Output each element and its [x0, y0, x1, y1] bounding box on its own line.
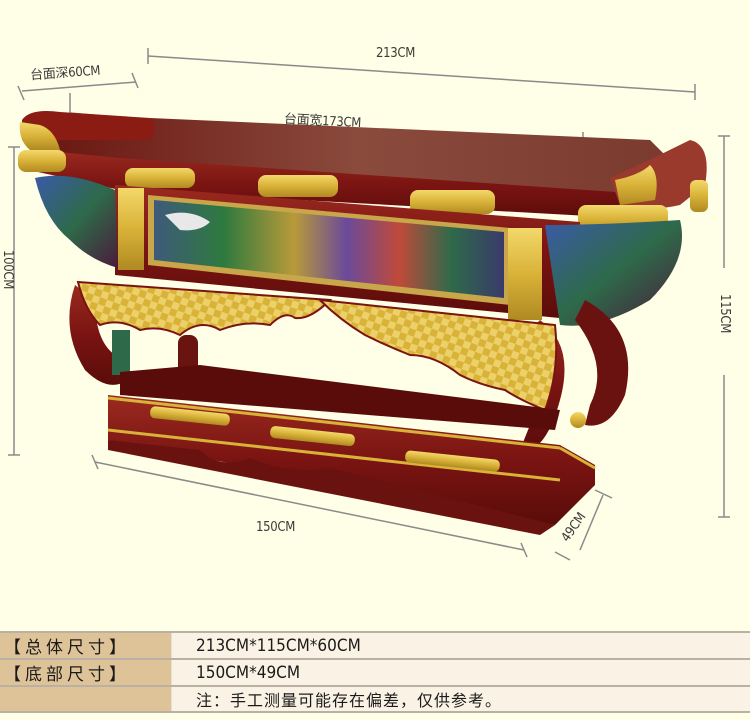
top-width-label: 台面宽173CM — [283, 111, 362, 132]
product-dimension-diagram: 台面深60CM 213CM 台面宽173CM 100CM 115CM 150CM… — [0, 46, 733, 561]
carved-apron — [35, 175, 682, 326]
spec-label: 【总体尺寸】 — [0, 632, 172, 659]
table-top — [18, 111, 708, 233]
spec-row-note: 注：手工测量可能存在偏差，仅供参考。 — [0, 686, 750, 712]
overall-width-label: 213CM — [376, 46, 416, 61]
spec-table: 【总体尺寸】 213CM*115CM*60CM 【底部尺寸】 150CM*49C… — [0, 631, 750, 713]
measurement-note: 注：手工测量可能存在偏差，仅供参考。 — [171, 686, 750, 712]
legs-and-skirt — [69, 280, 629, 460]
table-base — [107, 365, 596, 535]
spec-value: 213CM*115CM*60CM — [171, 632, 750, 659]
spec-label: 【底部尺寸】 — [0, 659, 172, 686]
base-width-label: 150CM — [256, 520, 296, 535]
overall-height-label: 115CM — [717, 293, 733, 334]
spec-label — [0, 686, 172, 712]
spec-row-overall: 【总体尺寸】 213CM*115CM*60CM — [0, 632, 750, 659]
spec-row-base: 【底部尺寸】 150CM*49CM — [0, 659, 750, 686]
altar-table-illustration — [8, 48, 730, 561]
left-height-label: 100CM — [0, 249, 16, 290]
spec-value: 150CM*49CM — [171, 659, 750, 686]
